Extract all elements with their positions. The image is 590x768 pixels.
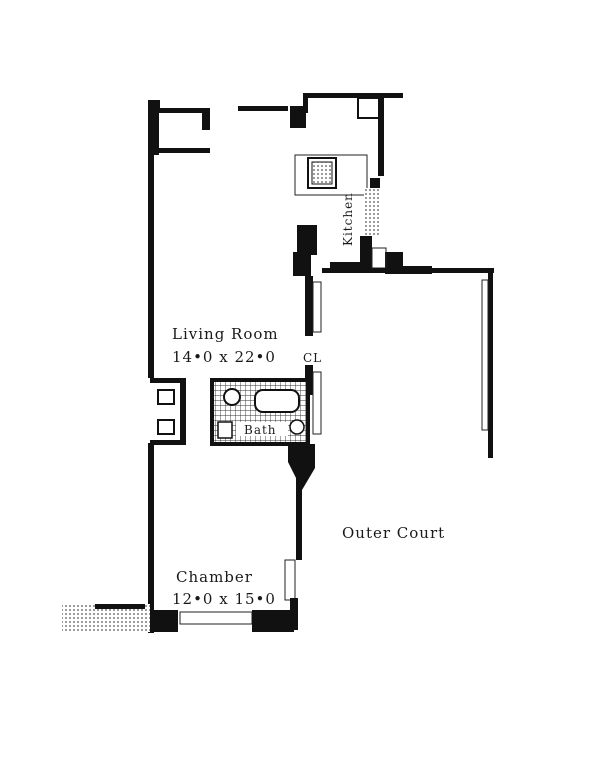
chamber-dimensions: 12•0 x 15•0 bbox=[172, 590, 276, 608]
outer-court-label: Outer Court bbox=[342, 524, 445, 542]
living-room-label: Living Room bbox=[172, 325, 279, 343]
chamber-label: Chamber bbox=[176, 568, 253, 586]
closet-label: CL bbox=[303, 351, 322, 365]
stove-icon bbox=[364, 188, 380, 236]
left-exterior-wall bbox=[148, 100, 210, 633]
bath-label: Bath bbox=[244, 423, 277, 437]
living-room-dimensions: 14•0 x 22•0 bbox=[172, 348, 276, 366]
top-wall bbox=[238, 93, 403, 176]
chamber-walls bbox=[62, 444, 315, 632]
outer-court-boundary bbox=[322, 266, 494, 458]
left-closet bbox=[150, 378, 186, 445]
bathtub-icon bbox=[254, 389, 300, 413]
kitchen-label: Kitchen bbox=[341, 192, 355, 246]
bath-area bbox=[210, 378, 310, 446]
toilet-icon bbox=[223, 388, 241, 406]
sink-icon bbox=[307, 157, 337, 189]
sink-icon bbox=[289, 419, 305, 435]
kitchen-area bbox=[293, 154, 403, 276]
